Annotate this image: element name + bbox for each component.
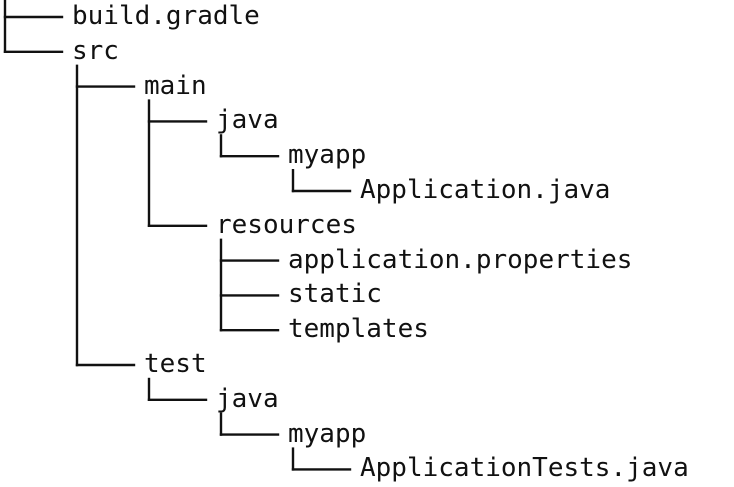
tree-node-build-gradle: build.gradle: [72, 1, 260, 31]
tree-node-main: main: [144, 70, 207, 101]
tree-node-src: src: [72, 35, 119, 66]
tree-node-resources: resources: [216, 209, 357, 240]
tree-node-myapp: myapp: [288, 418, 367, 449]
tree-node-java: java: [216, 383, 279, 414]
tree-node-applicationtests-java: ApplicationTests.java: [360, 453, 689, 484]
tree-node-java: java: [216, 105, 279, 136]
tree-node-static: static: [288, 279, 382, 310]
tree-node-application-java: Application.java: [360, 175, 611, 205]
tree-node-test: test: [144, 349, 207, 379]
tree-node-myapp: myapp: [288, 140, 367, 171]
tree-node-templates: templates: [288, 314, 429, 345]
tree-node-application-properties: application.properties: [288, 244, 633, 275]
